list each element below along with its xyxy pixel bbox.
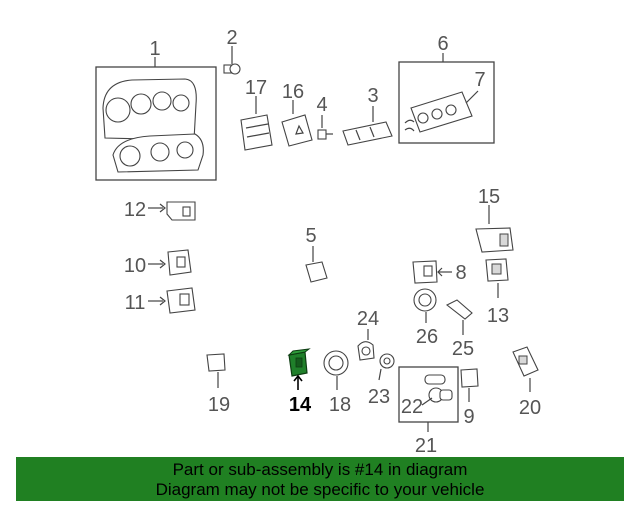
part-5-bracket[interactable]: [305, 246, 328, 283]
part-20-module[interactable]: [512, 346, 539, 392]
banner-line-2: Diagram may not be specific to your vehi…: [155, 480, 485, 499]
callout-5: 5: [305, 225, 316, 247]
callout-25: 25: [452, 338, 474, 360]
part-13-switch[interactable]: [485, 258, 509, 298]
callout-22: 22: [401, 396, 423, 418]
callout-19: 19: [208, 394, 230, 416]
part-26-ring[interactable]: [413, 288, 437, 323]
part-23-bulb[interactable]: [378, 353, 395, 381]
part-11-switch[interactable]: [148, 287, 196, 314]
callout-9: 9: [463, 406, 474, 428]
callout-18: 18: [329, 394, 351, 416]
callout-16: 16: [282, 81, 304, 103]
part-16-hazard-switch[interactable]: [281, 100, 313, 147]
part-18-knob[interactable]: [323, 350, 349, 390]
info-banner: Part or sub-assembly is #14 in diagram D…: [16, 457, 624, 501]
part-3-switch-panel[interactable]: [342, 106, 393, 146]
part-6-climate-control[interactable]: [398, 53, 495, 144]
part-19-connector[interactable]: [206, 353, 226, 388]
callout-10: 10: [124, 255, 146, 277]
callout-13: 13: [487, 305, 509, 327]
part-2-bulb[interactable]: [223, 46, 241, 75]
part-24-socket[interactable]: [357, 329, 375, 361]
part-12-switch[interactable]: [148, 201, 196, 221]
callout-4: 4: [316, 94, 327, 116]
callout-6: 6: [437, 33, 448, 55]
callout-20: 20: [519, 397, 541, 419]
part-25-clip[interactable]: [445, 299, 473, 335]
part-21-bulb-assembly[interactable]: [398, 366, 459, 432]
callout-23: 23: [368, 386, 390, 408]
part-17-switch[interactable]: [240, 96, 273, 151]
part-10-switch[interactable]: [148, 249, 192, 276]
part-1-instrument-cluster[interactable]: [95, 57, 217, 181]
callout-15: 15: [478, 186, 500, 208]
banner-line-1: Part or sub-assembly is #14 in diagram: [172, 460, 468, 479]
callout-17: 17: [245, 77, 267, 99]
part-8-switch[interactable]: [412, 260, 452, 284]
callout-24: 24: [357, 308, 379, 330]
callout-2: 2: [226, 27, 237, 49]
callout-21: 21: [415, 435, 437, 457]
part-9-connector[interactable]: [460, 368, 479, 402]
callout-7: 7: [474, 69, 485, 91]
callout-14: 14: [289, 394, 312, 416]
part-14-highlighted-switch[interactable]: [287, 348, 311, 390]
callout-11: 11: [125, 292, 146, 314]
callout-1: 1: [149, 38, 160, 60]
part-15-switch[interactable]: [475, 205, 514, 253]
callout-8: 8: [455, 262, 466, 284]
callout-12: 12: [124, 199, 146, 221]
part-4-screw[interactable]: [317, 115, 333, 140]
callout-3: 3: [367, 85, 378, 107]
callout-26: 26: [416, 326, 438, 348]
